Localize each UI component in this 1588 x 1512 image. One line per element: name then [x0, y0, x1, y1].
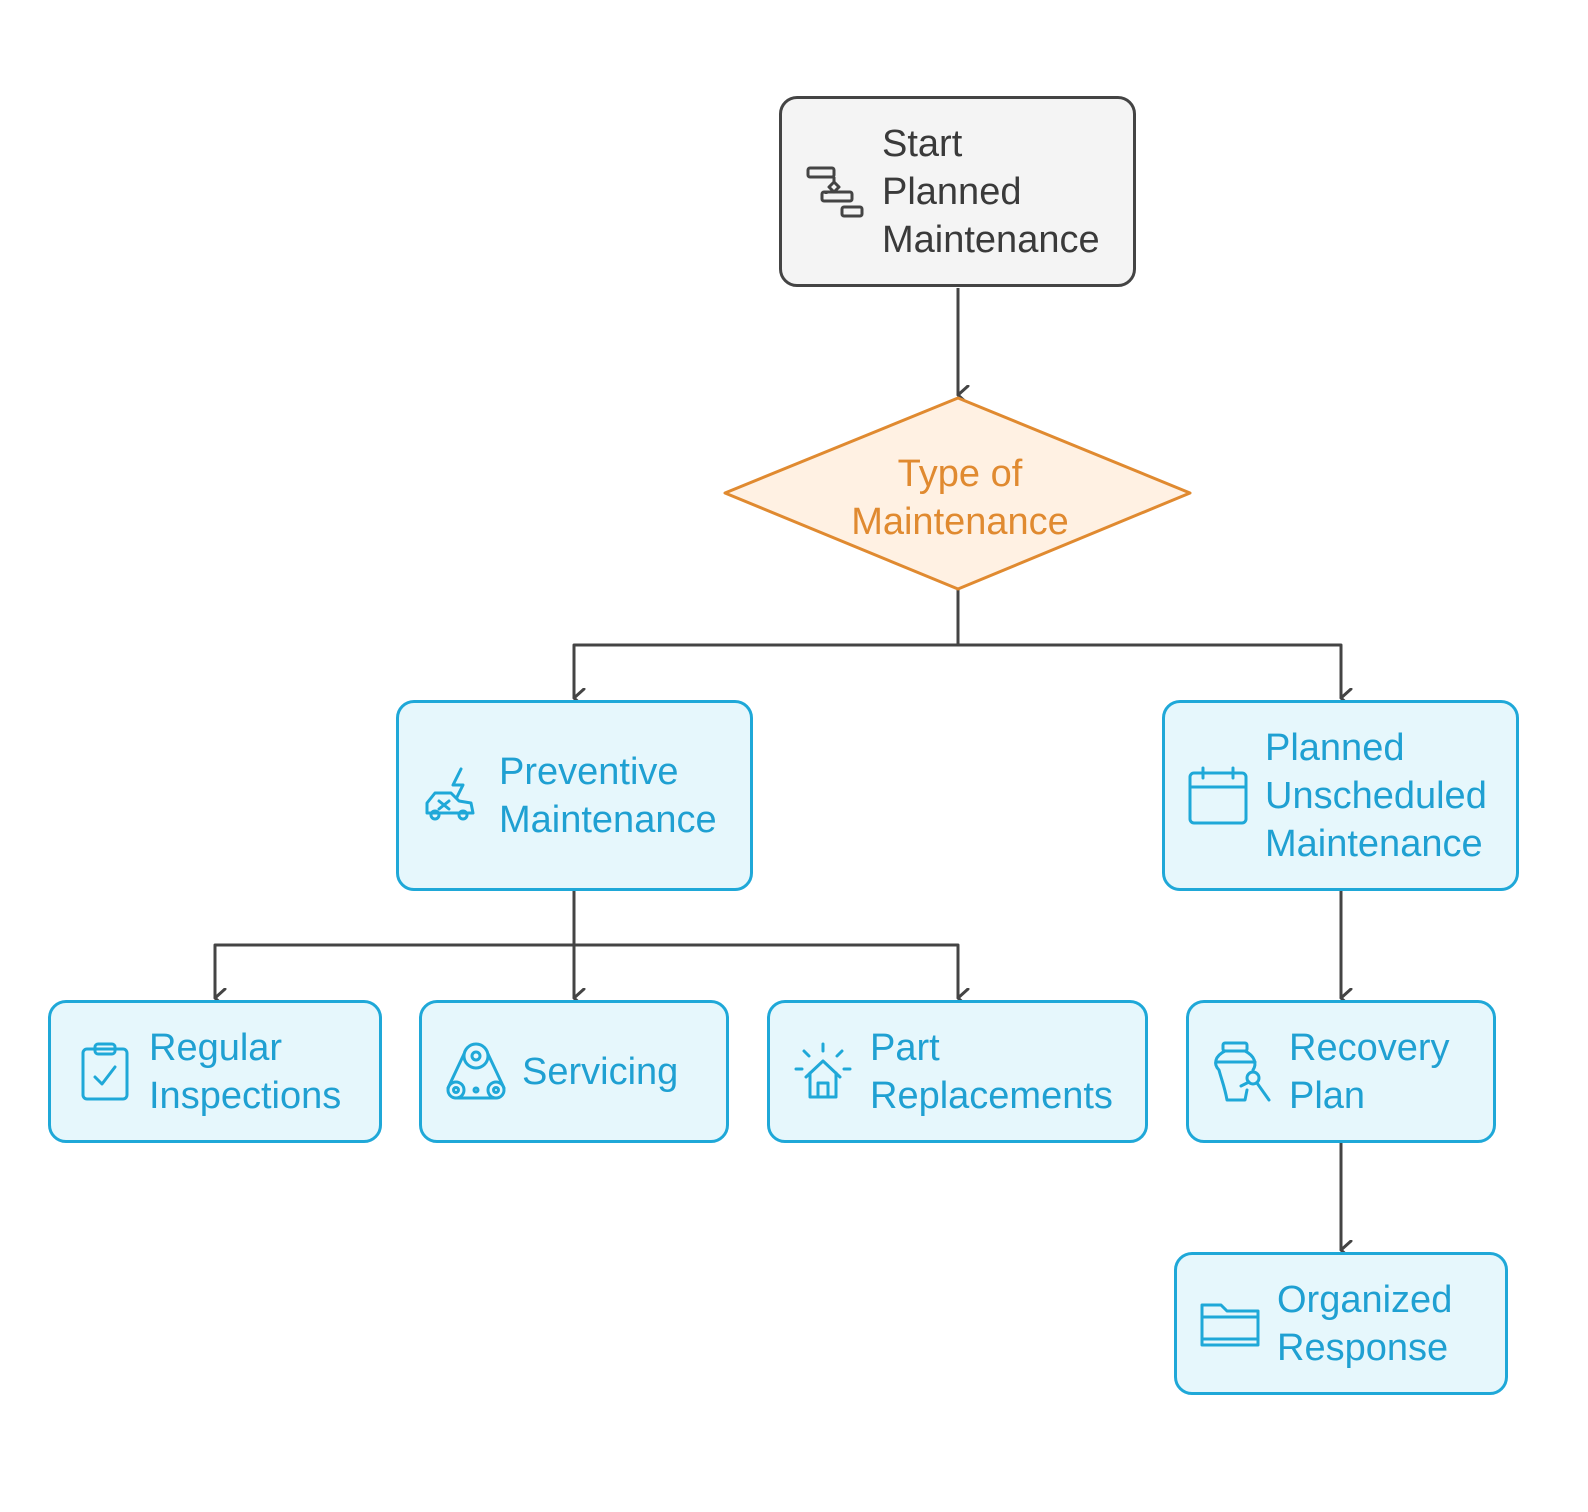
decision-diamond [723, 396, 1192, 591]
preventive-label: Preventive Maintenance [499, 750, 717, 841]
recovery-plan-node: Recovery Plan [1186, 1000, 1496, 1143]
calendar-icon [1188, 766, 1248, 824]
response-label: Organized Response [1277, 1278, 1453, 1369]
servicing-node: Servicing [419, 1000, 729, 1143]
folder-icon [1200, 1303, 1260, 1346]
edge-preventive-inspections [213, 890, 576, 998]
regular-inspections-node: Regular Inspections [48, 1000, 382, 1143]
clipboard-check-icon [81, 1042, 129, 1100]
start-node: Start Planned Maintenance [779, 96, 1136, 287]
inspections-label: Regular Inspections [149, 1026, 342, 1117]
vase-brush-icon [1214, 1041, 1271, 1101]
edge-decision-unscheduled [958, 643, 1341, 698]
house-light-icon [794, 1042, 852, 1098]
edge-preventive-replacements [574, 943, 958, 998]
preventive-maintenance-node: Preventive Maintenance [396, 700, 753, 891]
edge-decision-preventive [572, 590, 960, 698]
recovery-label: Recovery Plan [1289, 1026, 1450, 1117]
start-label: Start Planned Maintenance [882, 122, 1100, 261]
decision-label: Type of Maintenance [851, 453, 1069, 543]
part-replacements-node: Part Replacements [767, 1000, 1148, 1143]
servicing-label: Servicing [522, 1050, 679, 1093]
gantt-chart-icon [806, 166, 864, 217]
car-repair-icon [425, 767, 475, 820]
organized-response-node: Organized Response [1174, 1252, 1508, 1395]
replacements-label: Part Replacements [870, 1026, 1113, 1117]
unscheduled-label: Planned Unscheduled Maintenance [1265, 726, 1487, 865]
planned-unscheduled-node: Planned Unscheduled Maintenance [1162, 700, 1519, 891]
belt-pulley-icon [446, 1042, 506, 1099]
